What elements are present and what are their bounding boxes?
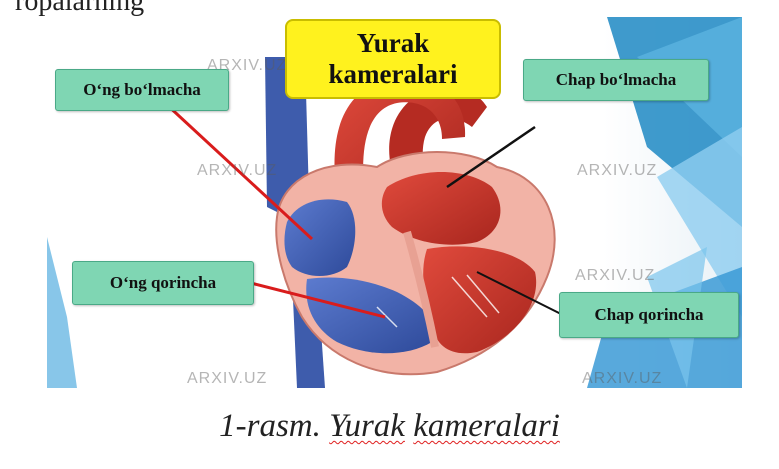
diagram-title-line1: Yurak xyxy=(357,28,430,59)
label-right-ventricle: O‘ng qorincha xyxy=(72,261,254,305)
figure-caption: 1-rasm. Yurak kameralari xyxy=(0,408,779,445)
watermark: ARXIV.UZ xyxy=(575,267,655,285)
caption-word-yurak: Yurak xyxy=(329,408,405,444)
watermark: ARXIV.UZ xyxy=(197,162,277,180)
watermark: ARXIV.UZ xyxy=(582,370,662,388)
caption-word-kameralari: kameralari xyxy=(413,408,560,444)
label-left-atrium: Chap bo‘lmacha xyxy=(523,59,709,101)
label-left-ventricle: Chap qorincha xyxy=(559,292,739,338)
heart-chambers-figure: ARXIV.UZ ARXIV.UZ ARXIV.UZ ARXIV.UZ ARXI… xyxy=(47,17,742,388)
caption-space xyxy=(405,408,413,444)
label-right-atrium: O‘ng bo‘lmacha xyxy=(55,69,229,111)
watermark: ARXIV.UZ xyxy=(577,162,657,180)
diagram-title-line2: kameralari xyxy=(329,59,458,90)
top-text-fragment: ropalarning xyxy=(15,0,375,16)
watermark: ARXIV.UZ xyxy=(187,370,267,388)
caption-prefix: 1-rasm. xyxy=(219,408,329,444)
diagram-title: Yurak kameralari xyxy=(285,19,501,99)
